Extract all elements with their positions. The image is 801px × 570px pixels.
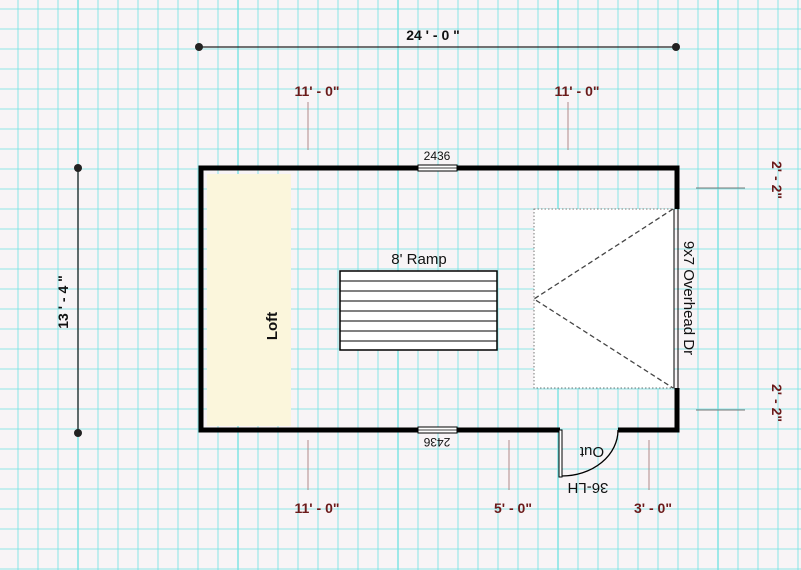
entry-door[interactable] <box>558 429 619 478</box>
overhead-door[interactable] <box>532 208 675 389</box>
window-bottom-label: 2436 <box>423 435 450 449</box>
window-bottom[interactable] <box>417 426 458 434</box>
bottom-dim-2: 5' - 0" <box>494 500 532 516</box>
overall-width-label: 24 ' - 0 " <box>406 27 460 43</box>
walls <box>198 165 680 433</box>
overall-depth-label: 13 ' - 4 " <box>55 275 71 329</box>
partial-dimensions: 11' - 0" 11' - 0" 11' - 0" 5' - 0" 3' - … <box>295 83 786 516</box>
loft-area[interactable] <box>207 174 291 426</box>
loft-label: Loft <box>264 312 281 340</box>
door-label: 36-LH <box>568 479 609 496</box>
overhead-door-label: 9x7 Overhead Dr <box>680 241 697 355</box>
window-top[interactable] <box>417 164 458 172</box>
top-dim-2: 11' - 0" <box>555 83 600 99</box>
bottom-dim-3: 3' - 0" <box>634 500 672 516</box>
overall-width-dimension: 24 ' - 0 " <box>195 27 680 51</box>
door-swing-label: Out <box>579 443 604 460</box>
top-dim-1: 11' - 0" <box>295 83 340 99</box>
overall-depth-dimension: 13 ' - 4 " <box>55 164 82 437</box>
ramp-label: 8' Ramp <box>391 251 446 268</box>
right-dim-1: 2' - 2" <box>769 161 785 199</box>
ramp[interactable] <box>339 270 498 351</box>
window-top-label: 2436 <box>424 149 451 163</box>
bottom-dim-1: 11' - 0" <box>295 500 340 516</box>
right-dim-2: 2' - 2" <box>769 384 785 422</box>
